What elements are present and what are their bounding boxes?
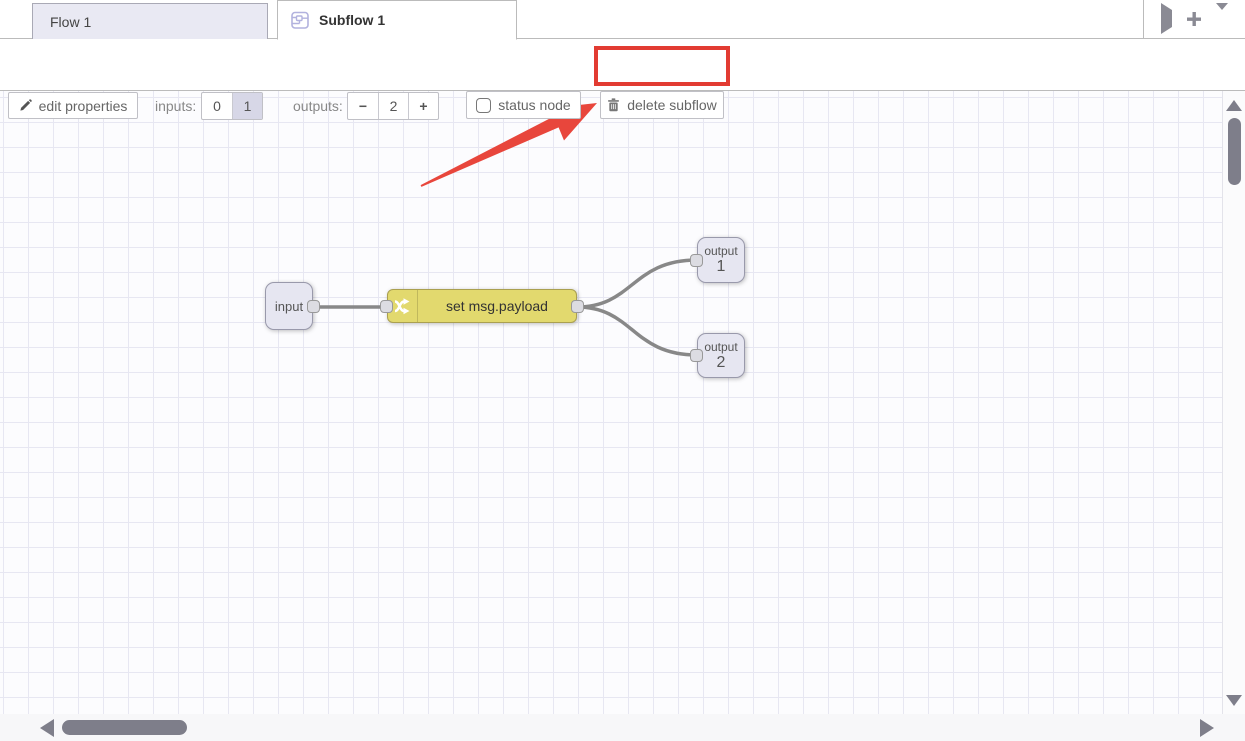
tab-flow-1-label: Flow 1 xyxy=(50,13,92,30)
node-subflow-output-2[interactable]: output 2 xyxy=(690,333,745,378)
node-input-label: input xyxy=(274,298,304,314)
input-node-output-port[interactable] xyxy=(307,299,320,313)
status-node-checkbox[interactable] xyxy=(476,97,492,113)
delete-subflow-label: delete subflow xyxy=(627,97,717,113)
increase-outputs-button[interactable]: + xyxy=(408,93,438,119)
output1-input-port[interactable] xyxy=(690,253,703,267)
scroll-down-icon[interactable] xyxy=(1226,695,1242,706)
triangle-right-icon xyxy=(1161,3,1172,34)
scroll-right-icon[interactable] xyxy=(1200,719,1214,737)
output2-label: output xyxy=(704,339,738,354)
scroll-tabs-button[interactable] xyxy=(1161,3,1172,34)
flow-canvas[interactable]: input set msg.payload output 1 output 2 xyxy=(0,91,1245,741)
subflow-icon xyxy=(290,11,310,30)
input-count-toggle: 0 1 xyxy=(201,92,263,120)
input-count-1-button[interactable]: 1 xyxy=(232,93,262,119)
outputs-label: outputs: xyxy=(293,98,343,114)
output1-label: output xyxy=(704,244,738,258)
plus-icon xyxy=(1187,12,1201,26)
output2-number: 2 xyxy=(716,353,726,371)
output-count-stepper: − 2 + xyxy=(347,92,439,120)
add-flow-button[interactable] xyxy=(1186,11,1202,27)
wire-change-to-output1[interactable] xyxy=(575,258,699,309)
input-count-0-button[interactable]: 0 xyxy=(213,98,221,114)
wire-change-to-output2[interactable] xyxy=(575,305,699,357)
horizontal-scroll-thumb[interactable] xyxy=(62,720,187,735)
edit-properties-button[interactable]: edit properties xyxy=(8,92,138,119)
status-node-label: status node xyxy=(498,97,571,113)
output1-number: 1 xyxy=(716,258,726,275)
wire-layer xyxy=(311,258,699,357)
shuffle-icon xyxy=(394,297,410,314)
status-node-toggle-button[interactable]: status node xyxy=(466,91,581,119)
vertical-scroll-thumb[interactable] xyxy=(1228,118,1241,185)
tab-subflow-1-label: Subflow 1 xyxy=(319,12,386,28)
node-subflow-output-1[interactable]: output 1 xyxy=(690,237,745,283)
edit-properties-label: edit properties xyxy=(38,97,128,114)
chevron-down-icon xyxy=(1216,3,1228,27)
scroll-up-icon[interactable] xyxy=(1226,100,1242,111)
outputs-count-value[interactable]: 2 xyxy=(378,93,408,119)
decrease-outputs-button[interactable]: − xyxy=(358,98,368,114)
inputs-label: inputs: xyxy=(155,98,197,114)
tab-subflow-1[interactable]: Subflow 1 xyxy=(277,0,517,40)
change-node-input-port[interactable] xyxy=(380,299,393,313)
horizontal-scrollbar[interactable] xyxy=(0,714,1245,741)
output2-input-port[interactable] xyxy=(690,349,703,362)
tab-controls xyxy=(1143,0,1245,38)
change-node-output-port[interactable] xyxy=(571,299,584,313)
change-node-label: set msg.payload xyxy=(446,298,548,314)
pencil-icon xyxy=(20,99,32,111)
node-subflow-input[interactable]: input xyxy=(265,282,320,330)
scroll-left-icon[interactable] xyxy=(40,719,54,737)
tab-bar: Flow 1 Subflow 1 xyxy=(0,0,1245,40)
tab-flow-1[interactable]: Flow 1 xyxy=(32,3,268,39)
canvas-grid[interactable] xyxy=(0,91,1222,714)
node-set-msg-payload[interactable]: set msg.payload xyxy=(380,289,584,323)
subflow-toolbar: edit properties inputs: 0 1 outputs: − 2… xyxy=(0,39,1245,120)
change-node-iconbox xyxy=(388,290,418,322)
trash-icon xyxy=(608,98,620,112)
tab-list-button[interactable] xyxy=(1216,3,1228,28)
vertical-scrollbar[interactable] xyxy=(1222,91,1245,714)
delete-subflow-button[interactable]: delete subflow xyxy=(600,91,724,119)
